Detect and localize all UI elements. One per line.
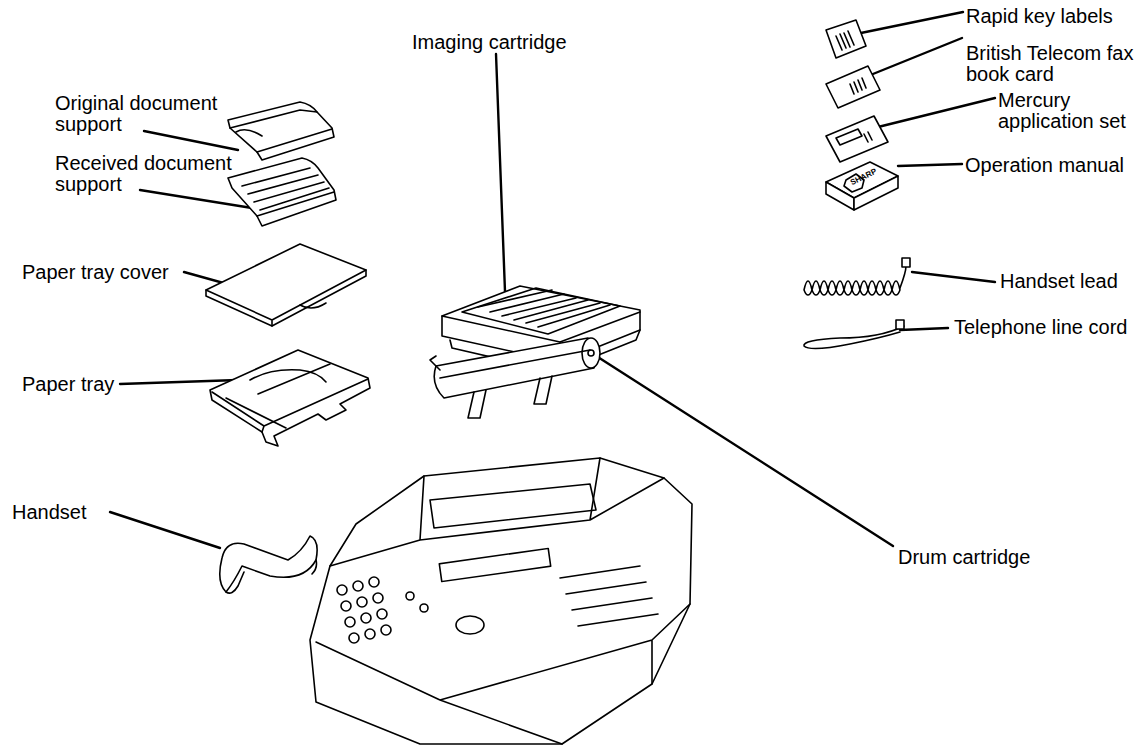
cover-edge xyxy=(206,270,366,326)
part-label: Handset lead xyxy=(1000,271,1135,292)
envelope-window xyxy=(836,129,862,145)
leader-line xyxy=(496,54,506,318)
key xyxy=(406,592,414,600)
handset xyxy=(220,536,317,593)
drum-body xyxy=(434,338,597,398)
part-label: Paper tray cover xyxy=(22,262,222,283)
leader-line xyxy=(900,328,948,330)
original-document-support xyxy=(228,102,334,160)
telephone-line-cord xyxy=(804,320,904,349)
paper-tray-cover xyxy=(206,244,366,326)
drum-end xyxy=(582,338,600,368)
tray-edge xyxy=(230,110,332,152)
cord-plug xyxy=(896,320,904,329)
cartridge-ribs xyxy=(478,290,610,327)
tray-edge xyxy=(257,192,334,216)
key xyxy=(381,625,391,635)
drum-ridge xyxy=(440,350,590,378)
leader-line xyxy=(912,272,995,282)
handset-lead xyxy=(804,258,910,295)
fax-body xyxy=(310,458,692,744)
cord xyxy=(804,326,904,349)
handset-outline xyxy=(220,536,317,592)
start-key xyxy=(456,616,484,634)
part-label: Rapid key labels xyxy=(966,6,1134,27)
fax-display xyxy=(439,548,550,581)
key xyxy=(365,629,375,639)
key xyxy=(353,581,363,591)
leader-line xyxy=(898,164,962,166)
key xyxy=(373,593,383,603)
lead-plug xyxy=(902,258,910,267)
paper-tray xyxy=(210,350,370,446)
part-label: Handset xyxy=(12,502,162,523)
key xyxy=(369,577,379,587)
cartridge-roll xyxy=(462,288,620,334)
key xyxy=(349,633,359,643)
fax-keypad xyxy=(337,577,484,643)
key xyxy=(357,597,367,607)
rapid-key-labels xyxy=(826,20,866,58)
fax-machine xyxy=(310,458,692,744)
key xyxy=(341,601,351,611)
key xyxy=(420,604,428,612)
tray-outline xyxy=(228,158,336,226)
part-label: Imaging cartridge xyxy=(412,32,632,53)
lead-end xyxy=(900,266,906,288)
fax-slot xyxy=(430,484,596,528)
key xyxy=(377,609,387,619)
operation-manual xyxy=(826,162,898,210)
tray-edge xyxy=(212,379,368,432)
tray-ridges xyxy=(242,168,329,210)
envelope-outline xyxy=(826,116,888,162)
leader-line xyxy=(110,512,220,548)
coil xyxy=(804,281,900,295)
key xyxy=(337,585,347,595)
leader-line xyxy=(874,98,995,128)
mercury-envelope xyxy=(826,116,888,162)
part-label: Telephone line cord xyxy=(954,317,1135,338)
part-label: Received document support xyxy=(55,153,240,195)
fax-front xyxy=(316,604,690,744)
received-document-support xyxy=(228,158,336,226)
part-label: Paper tray xyxy=(22,374,222,395)
key xyxy=(361,613,371,623)
leader-line xyxy=(868,38,962,76)
part-label: Mercury application set xyxy=(998,90,1134,132)
cover-notch xyxy=(300,303,326,308)
fax-book-card xyxy=(826,66,880,108)
tray-outline xyxy=(210,350,370,446)
leader-line xyxy=(856,12,963,34)
cover-outline xyxy=(206,244,366,326)
label-lines xyxy=(836,31,854,50)
part-label: Operation manual xyxy=(965,155,1135,176)
card-lines xyxy=(850,78,866,94)
tray-outline xyxy=(228,102,334,160)
tray-slot xyxy=(236,130,262,136)
part-label: Drum cartridge xyxy=(898,547,1118,568)
tray-recess xyxy=(250,370,326,382)
leader-line xyxy=(120,380,238,384)
fax-button-row xyxy=(560,566,658,626)
part-label: Original document support xyxy=(55,93,240,135)
leader-line xyxy=(144,131,238,150)
key xyxy=(345,617,355,627)
label-sheet xyxy=(826,20,866,58)
part-label: British Telecom fax book card xyxy=(966,43,1134,85)
card-outline xyxy=(826,66,880,108)
envelope-lines xyxy=(864,132,872,142)
drum-cartridge xyxy=(430,338,600,418)
drum-tabs xyxy=(430,356,552,418)
fax-top xyxy=(330,458,664,566)
box-front xyxy=(826,182,854,210)
handset-edge xyxy=(226,560,317,593)
tray-guide xyxy=(226,364,330,428)
